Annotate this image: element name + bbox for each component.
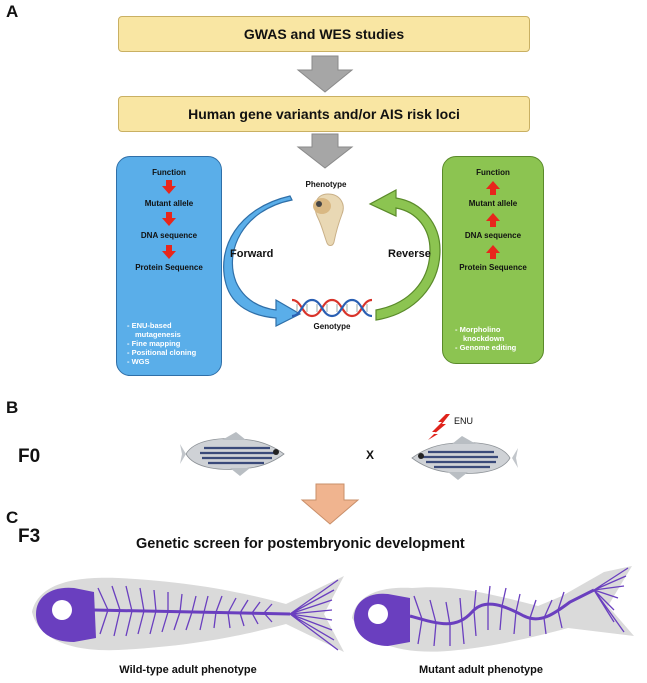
generation-f3-label: F3 [18, 526, 41, 547]
forward-method: - Positional cloning [127, 348, 197, 357]
red-down-arrow-icon [162, 180, 176, 194]
gray-down-arrow-icon [296, 133, 354, 169]
forward-method: mutagenesis [135, 330, 181, 339]
red-up-arrow-icon [486, 245, 500, 259]
forward-item-mutant-allele: Mutant allele [144, 199, 194, 208]
reverse-item-protein-sequence: Protein Sequence [459, 263, 527, 272]
red-up-arrow-icon [486, 213, 500, 227]
lightning-icon [428, 414, 450, 440]
generation-f0-label: F0 [18, 446, 41, 467]
forward-label: Forward [230, 248, 274, 260]
zebrafish-icon [180, 432, 285, 476]
reverse-genetics-box: Function Mutant allele DNA sequence Prot… [442, 156, 544, 364]
wildtype-caption: Wild-type adult phenotype [119, 664, 257, 676]
mutant-skeleton-icon [352, 566, 634, 652]
genotype-label: Genotype [313, 322, 351, 331]
enu-label: ENU [454, 416, 474, 426]
reverse-label: Reverse [388, 248, 431, 260]
forward-method: - ENU-based [127, 321, 172, 330]
red-up-arrow-icon [486, 181, 500, 195]
reverse-methods-list: - Morpholino knockdown - Genome editing [455, 325, 516, 352]
red-down-arrow-icon [162, 212, 176, 226]
cross-symbol: X [366, 448, 375, 462]
orange-down-arrow-icon [300, 483, 360, 525]
forward-item-protein-sequence: Protein Sequence [135, 263, 203, 272]
reverse-method: - Morpholino [455, 325, 501, 334]
embryo-icon [313, 193, 344, 246]
mutant-caption: Mutant adult phenotype [418, 664, 544, 676]
panel-letter-b: B [6, 398, 19, 417]
reverse-item-mutant-allele: Mutant allele [468, 199, 518, 208]
reverse-method: - Genome editing [455, 343, 517, 352]
screen-title: Genetic screen for postembryonic develop… [136, 536, 465, 552]
forward-method: - WGS [127, 357, 150, 366]
human-variants-box: Human gene variants and/or AIS risk loci [118, 96, 530, 132]
reverse-item-function: Function [476, 168, 510, 177]
zebrafish-icon [411, 436, 518, 480]
dna-helix-icon [291, 298, 373, 318]
reverse-method: knockdown [463, 334, 505, 343]
wildtype-skeleton-icon [32, 576, 344, 652]
forward-method: - Fine mapping [127, 339, 181, 348]
forward-curved-arrow-icon [223, 195, 302, 327]
forward-methods-list: - ENU-based mutagenesis - Fine mapping -… [127, 321, 196, 366]
gray-down-arrow-icon [296, 55, 354, 93]
reverse-item-dna-sequence: DNA sequence [464, 231, 522, 240]
panel-letter-a: A [6, 2, 19, 21]
panel-letter-c: C [6, 508, 19, 527]
forward-genetics-box: Function Mutant allele DNA sequence Prot… [116, 156, 222, 376]
forward-item-function: Function [152, 168, 186, 177]
phenotype-label: Phenotype [305, 180, 347, 189]
reverse-curved-arrow-icon [368, 188, 441, 321]
gwas-wes-box: GWAS and WES studies [118, 16, 530, 52]
forward-item-dna-sequence: DNA sequence [140, 231, 198, 240]
red-down-arrow-icon [162, 245, 176, 259]
